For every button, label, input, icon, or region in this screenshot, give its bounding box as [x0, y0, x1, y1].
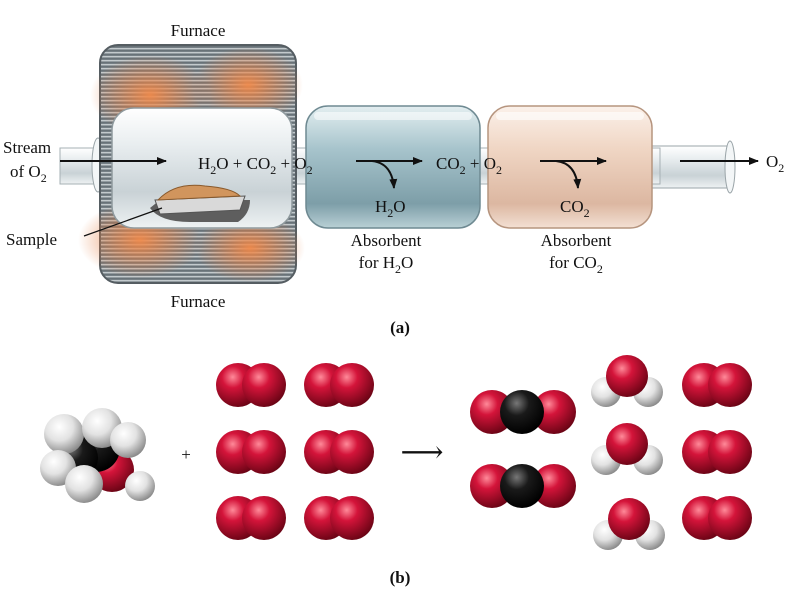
h2o-molecule [591, 423, 663, 475]
reactant-molecule [40, 408, 155, 503]
sample-label: Sample [6, 230, 57, 249]
o2-molecule [682, 430, 752, 474]
o2-molecule [304, 496, 374, 540]
combustion-apparatus: Furnace Furnace Stream of O2 Sample H2O … [3, 21, 784, 337]
stream-label-line2: of O2 [10, 162, 47, 185]
molecular-reaction: + ⟶ (b) [40, 355, 752, 587]
sample-pointer [83, 207, 163, 237]
co2-molecule [470, 464, 576, 508]
absorbent-water-label-line2: for H2O [359, 253, 414, 276]
o2-molecule [304, 430, 374, 474]
reaction-label-1: H2O + CO2 + O2 [198, 154, 313, 177]
absorbent-water-label: Absorbent [351, 231, 422, 250]
outlet-tube-end [724, 140, 736, 194]
o2-molecule [216, 363, 286, 407]
co2-drop-label: CO2 [560, 197, 590, 220]
part-a-label: (a) [390, 318, 410, 337]
absorbent-co2-label: Absorbent [541, 231, 612, 250]
output-label: O2 [766, 152, 784, 175]
o2-molecule [682, 363, 752, 407]
co2-molecule [470, 390, 576, 434]
o2-molecule [216, 496, 286, 540]
o2-molecule [304, 363, 374, 407]
sample-boat [150, 184, 250, 222]
stream-label: Stream [3, 138, 51, 157]
reaction-arrow: ⟶ [400, 436, 443, 469]
o2-molecule [682, 496, 752, 540]
water-absorber-tube [305, 105, 481, 229]
h2o-molecule [591, 355, 663, 407]
co2-drop-arrow [555, 160, 582, 189]
furnace-bottom-label: Furnace [171, 292, 226, 311]
part-b-label: (b) [390, 568, 411, 587]
water-drop-arrow [371, 160, 398, 189]
h2o-molecule [593, 498, 665, 550]
water-drop-label: H2O [375, 197, 406, 220]
combustion-tube [111, 107, 293, 229]
absorbent-co2-label-line2: for CO2 [549, 253, 603, 276]
furnace-top-label: Furnace [171, 21, 226, 40]
reaction-label-2: CO2 + O2 [436, 154, 502, 177]
plus-sign: + [181, 445, 191, 464]
o2-molecule [216, 430, 286, 474]
